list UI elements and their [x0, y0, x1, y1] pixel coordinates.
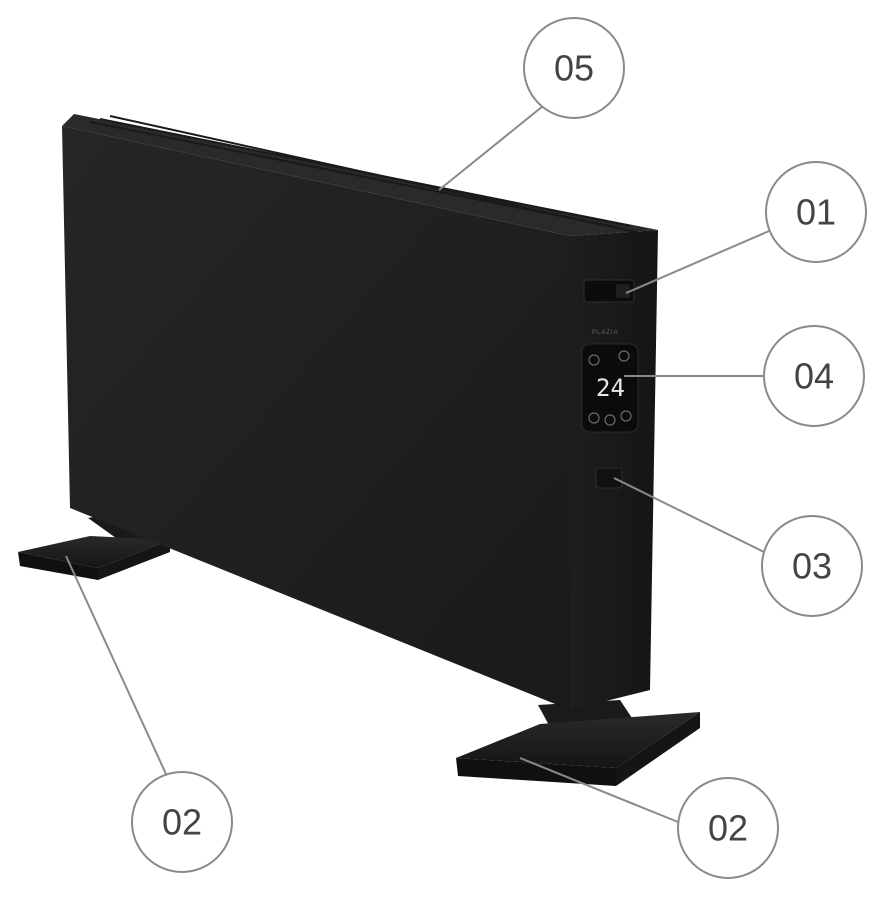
- callout-label-02-right: 02: [708, 808, 748, 849]
- temperature-display: 24: [596, 374, 625, 402]
- leader-line-01: [625, 227, 777, 294]
- control-button-icon: [618, 350, 630, 362]
- control-button-icon: [588, 354, 600, 366]
- heater-front-panel: [62, 126, 570, 710]
- top-grille: [62, 114, 658, 236]
- callout-foot-left: 02: [131, 771, 233, 873]
- control-button-icon: [588, 412, 600, 424]
- foot-right: [456, 700, 700, 786]
- callout-foot-right: 02: [677, 777, 779, 879]
- leader-line-03: [613, 477, 769, 555]
- control-panel: 24: [581, 343, 639, 433]
- callout-label-05: 05: [554, 48, 594, 89]
- callout-knob: 03: [761, 515, 863, 617]
- leader-line-05: [438, 105, 544, 191]
- callout-label-04: 04: [794, 356, 834, 397]
- control-button-icon: [620, 410, 632, 422]
- callout-label-03: 03: [792, 546, 832, 587]
- callout-control-panel: 04: [763, 325, 865, 427]
- brand-label: PLAZIA: [592, 330, 619, 336]
- leader-line-02-right: [519, 757, 679, 823]
- callout-top-grille: 05: [523, 17, 625, 119]
- callout-power-switch: 01: [765, 161, 867, 263]
- callout-label-02-left: 02: [162, 802, 202, 843]
- callout-label-01: 01: [796, 192, 836, 233]
- knob: [595, 467, 623, 489]
- control-button-icon: [604, 414, 616, 426]
- power-switch: [583, 279, 635, 303]
- leader-line-02-left: [65, 555, 167, 775]
- leader-lines: [65, 105, 777, 823]
